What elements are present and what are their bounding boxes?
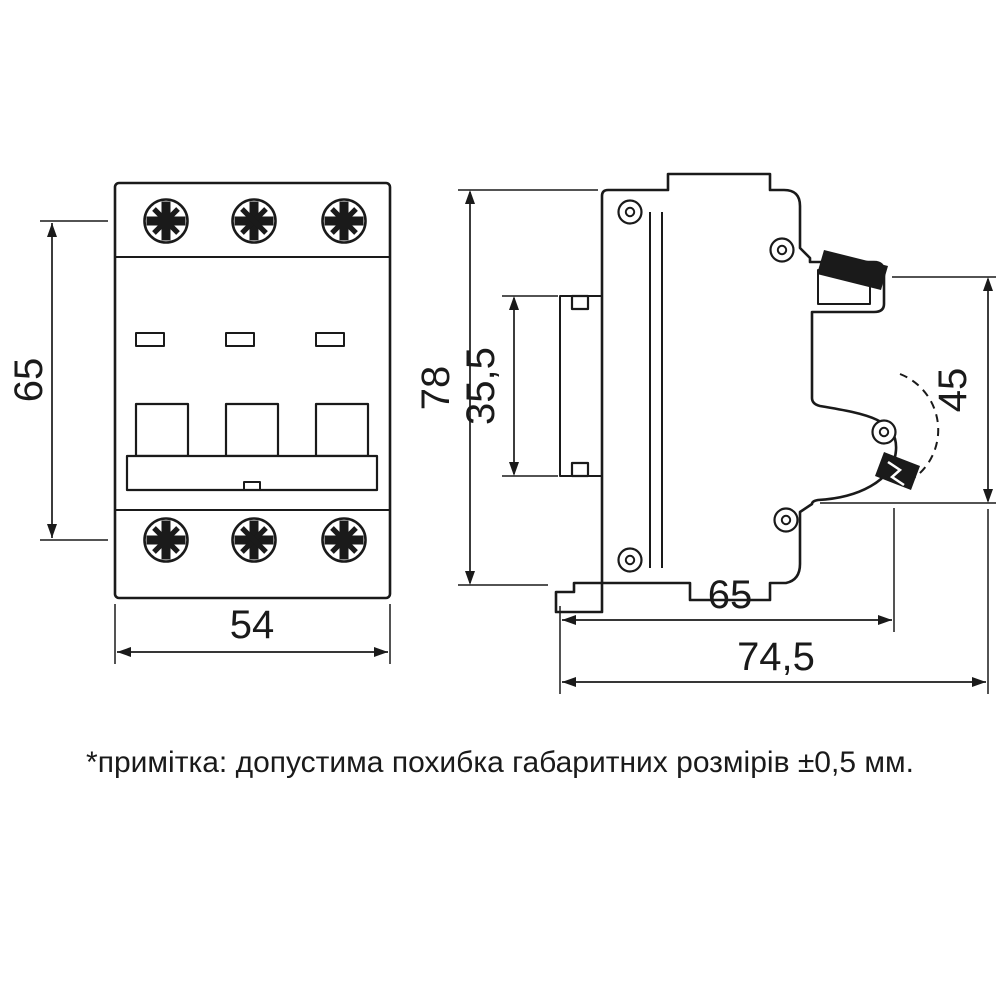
arrow-up-icon	[47, 223, 57, 237]
side-view: 78 35,5 45 65	[414, 172, 996, 694]
arrow-up-icon	[509, 296, 519, 310]
toggle-handle	[224, 402, 280, 458]
dimension-total-depth: 74,5	[562, 509, 989, 694]
indicator-window	[315, 332, 345, 347]
mounting-foot	[554, 581, 604, 614]
indicator-window	[135, 332, 165, 347]
tolerance-note: *примітка: допустима похибка габаритних …	[86, 746, 914, 779]
arrow-left-icon	[117, 647, 131, 657]
indicator-windows	[135, 332, 345, 347]
case-rivet-icon	[617, 199, 643, 225]
arrow-down-icon	[983, 489, 993, 503]
din-rail-plate	[559, 295, 602, 477]
arrow-right-icon	[972, 677, 986, 687]
dimension-front-width: 54	[114, 603, 391, 664]
arrow-right-icon	[878, 615, 892, 625]
toggle-handle	[314, 402, 370, 458]
dimension-front-height: 65	[7, 220, 108, 541]
toggle-handle	[134, 402, 190, 458]
breaker-body-side	[600, 172, 898, 602]
dimension-clip-height: 35,5	[459, 295, 558, 477]
dim-side-height-label: 78	[414, 366, 458, 411]
arrow-up-icon	[465, 190, 475, 204]
case-rivet-icon	[617, 547, 643, 573]
arrow-down-icon	[465, 571, 475, 585]
handle-tie-bar	[125, 454, 379, 492]
din-hook-top	[570, 294, 590, 311]
dim-lever-label: 45	[931, 368, 975, 413]
case-rivet-icon	[769, 237, 795, 263]
arrow-left-icon	[562, 677, 576, 687]
indicator-window	[225, 332, 255, 347]
toggle-handles	[125, 402, 379, 492]
tie-bar-notch	[243, 481, 261, 491]
arrow-down-icon	[509, 462, 519, 476]
front-view: 65 54	[7, 181, 392, 664]
dimension-lever: 45	[820, 276, 996, 504]
bottom-terminal-screws	[140, 514, 370, 566]
arrow-left-icon	[562, 615, 576, 625]
lever-pivot-screw-icon	[871, 419, 897, 445]
arrow-right-icon	[374, 647, 388, 657]
dim-clip-label: 35,5	[459, 347, 503, 425]
lever-on-icon	[817, 250, 888, 290]
lever-swing-arc	[899, 373, 940, 483]
dim-front-width-label: 54	[230, 603, 275, 647]
dim-front-height-label: 65	[7, 358, 51, 403]
dim-total-depth-label: 74,5	[737, 635, 815, 679]
breaker-body-front	[113, 181, 392, 600]
dimension-side-height: 78	[414, 189, 598, 586]
top-terminal-screws	[140, 195, 370, 247]
dim-depth-label: 65	[708, 573, 753, 617]
lever-break-mark	[887, 460, 905, 487]
dimension-depth: 65	[559, 508, 895, 694]
arrow-down-icon	[47, 524, 57, 538]
arrow-up-icon	[983, 277, 993, 291]
case-rivet-icon	[773, 507, 799, 533]
din-hook-bottom	[570, 461, 590, 478]
